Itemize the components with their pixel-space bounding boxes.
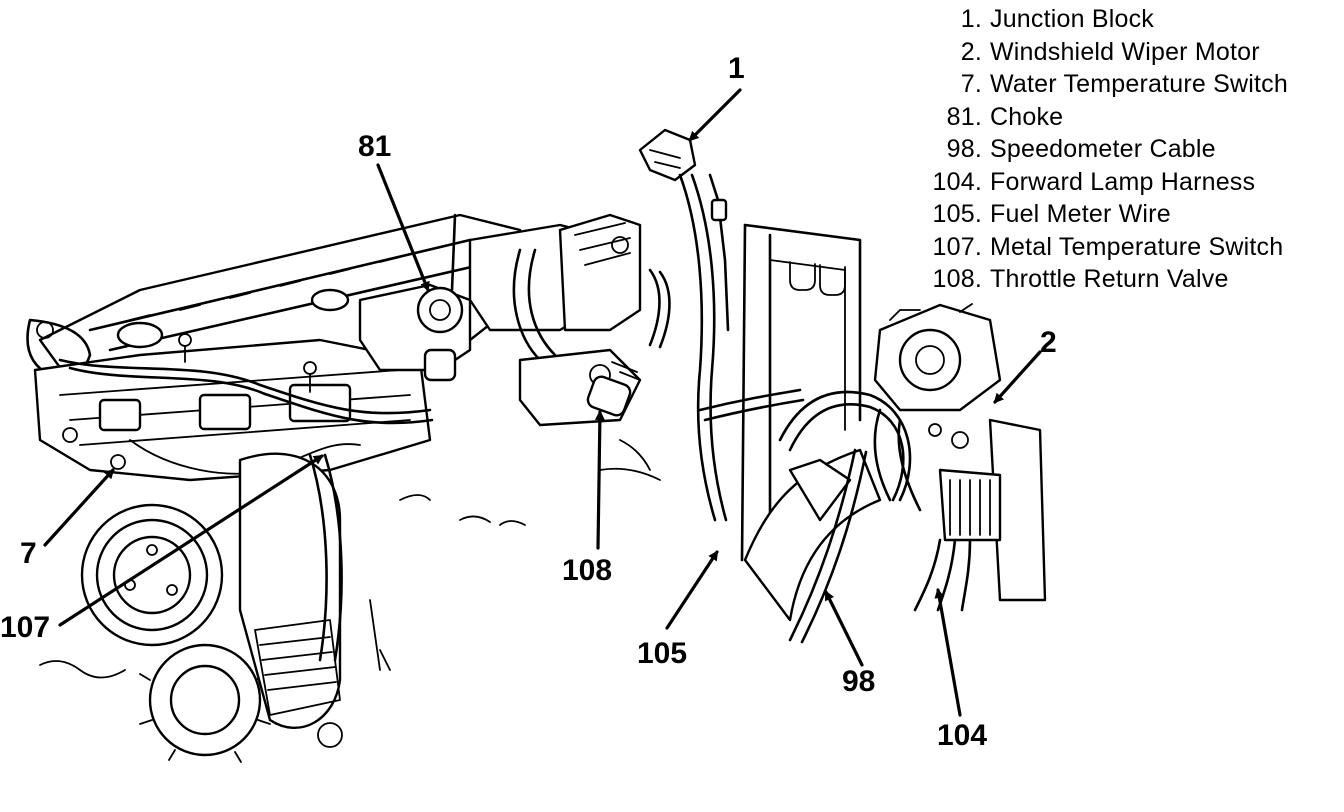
legend-item: 7. Water Temperature Switch <box>926 68 1336 101</box>
choke-assembly <box>358 213 671 481</box>
callout-104: 104 <box>937 719 987 752</box>
parts-legend: 1. Junction Block 2. Windshield Wiper Mo… <box>926 3 1336 296</box>
firewall-panel <box>740 223 862 562</box>
legend-part-name: Choke <box>990 102 1064 131</box>
legend-part-name: Windshield Wiper Motor <box>990 37 1260 66</box>
legend-item: 105. Fuel Meter Wire <box>926 198 1336 231</box>
legend-item: 1. Junction Block <box>926 3 1336 36</box>
legend-number: 81. <box>946 102 982 131</box>
legend-part-name: Forward Lamp Harness <box>990 167 1256 196</box>
legend-number: 98. <box>946 135 982 163</box>
legend-part-name: Water Temperature Switch <box>990 70 1288 98</box>
junction-block <box>638 128 730 522</box>
callout-107: 107 <box>0 611 50 644</box>
legend-number: 1. <box>960 5 982 33</box>
legend-part-name: Metal Temperature Switch <box>990 232 1284 261</box>
callout-2: 2 <box>1040 326 1057 359</box>
callout-108: 108 <box>562 554 612 587</box>
callout-7: 7 <box>20 537 37 570</box>
legend-part-name: Fuel Meter Wire <box>990 200 1171 228</box>
legend-number: 105. <box>932 200 982 228</box>
legend-item: 108. Throttle Return Valve <box>926 263 1336 296</box>
legend-item: 2. Windshield Wiper Motor <box>926 36 1336 69</box>
legend-item: 81. Choke <box>926 101 1336 134</box>
hose-bundle <box>698 388 912 644</box>
legend-part-name: Junction Block <box>990 5 1154 33</box>
legend-part-name: Speedometer Cable <box>990 135 1216 163</box>
legend-number: 104. <box>932 167 982 196</box>
legend-number: 2. <box>960 37 982 66</box>
legend-number: 107. <box>932 232 982 261</box>
leader-lines <box>43 88 1042 717</box>
callout-labels: 1 2 7 81 108 105 107 98 104 <box>0 52 1057 752</box>
callout-98: 98 <box>842 665 875 698</box>
callout-1: 1 <box>728 52 745 85</box>
legend-item: 104. Forward Lamp Harness <box>926 166 1336 199</box>
legend-number: 108. <box>932 265 982 293</box>
legend-part-name: Throttle Return Valve <box>990 265 1229 293</box>
wiper-motor <box>873 303 1047 612</box>
legend-item: 98. Speedometer Cable <box>926 133 1336 166</box>
callout-105: 105 <box>637 637 687 670</box>
legend-item: 107. Metal Temperature Switch <box>926 231 1336 264</box>
callout-81: 81 <box>358 130 391 163</box>
legend-number: 7. <box>960 70 982 98</box>
